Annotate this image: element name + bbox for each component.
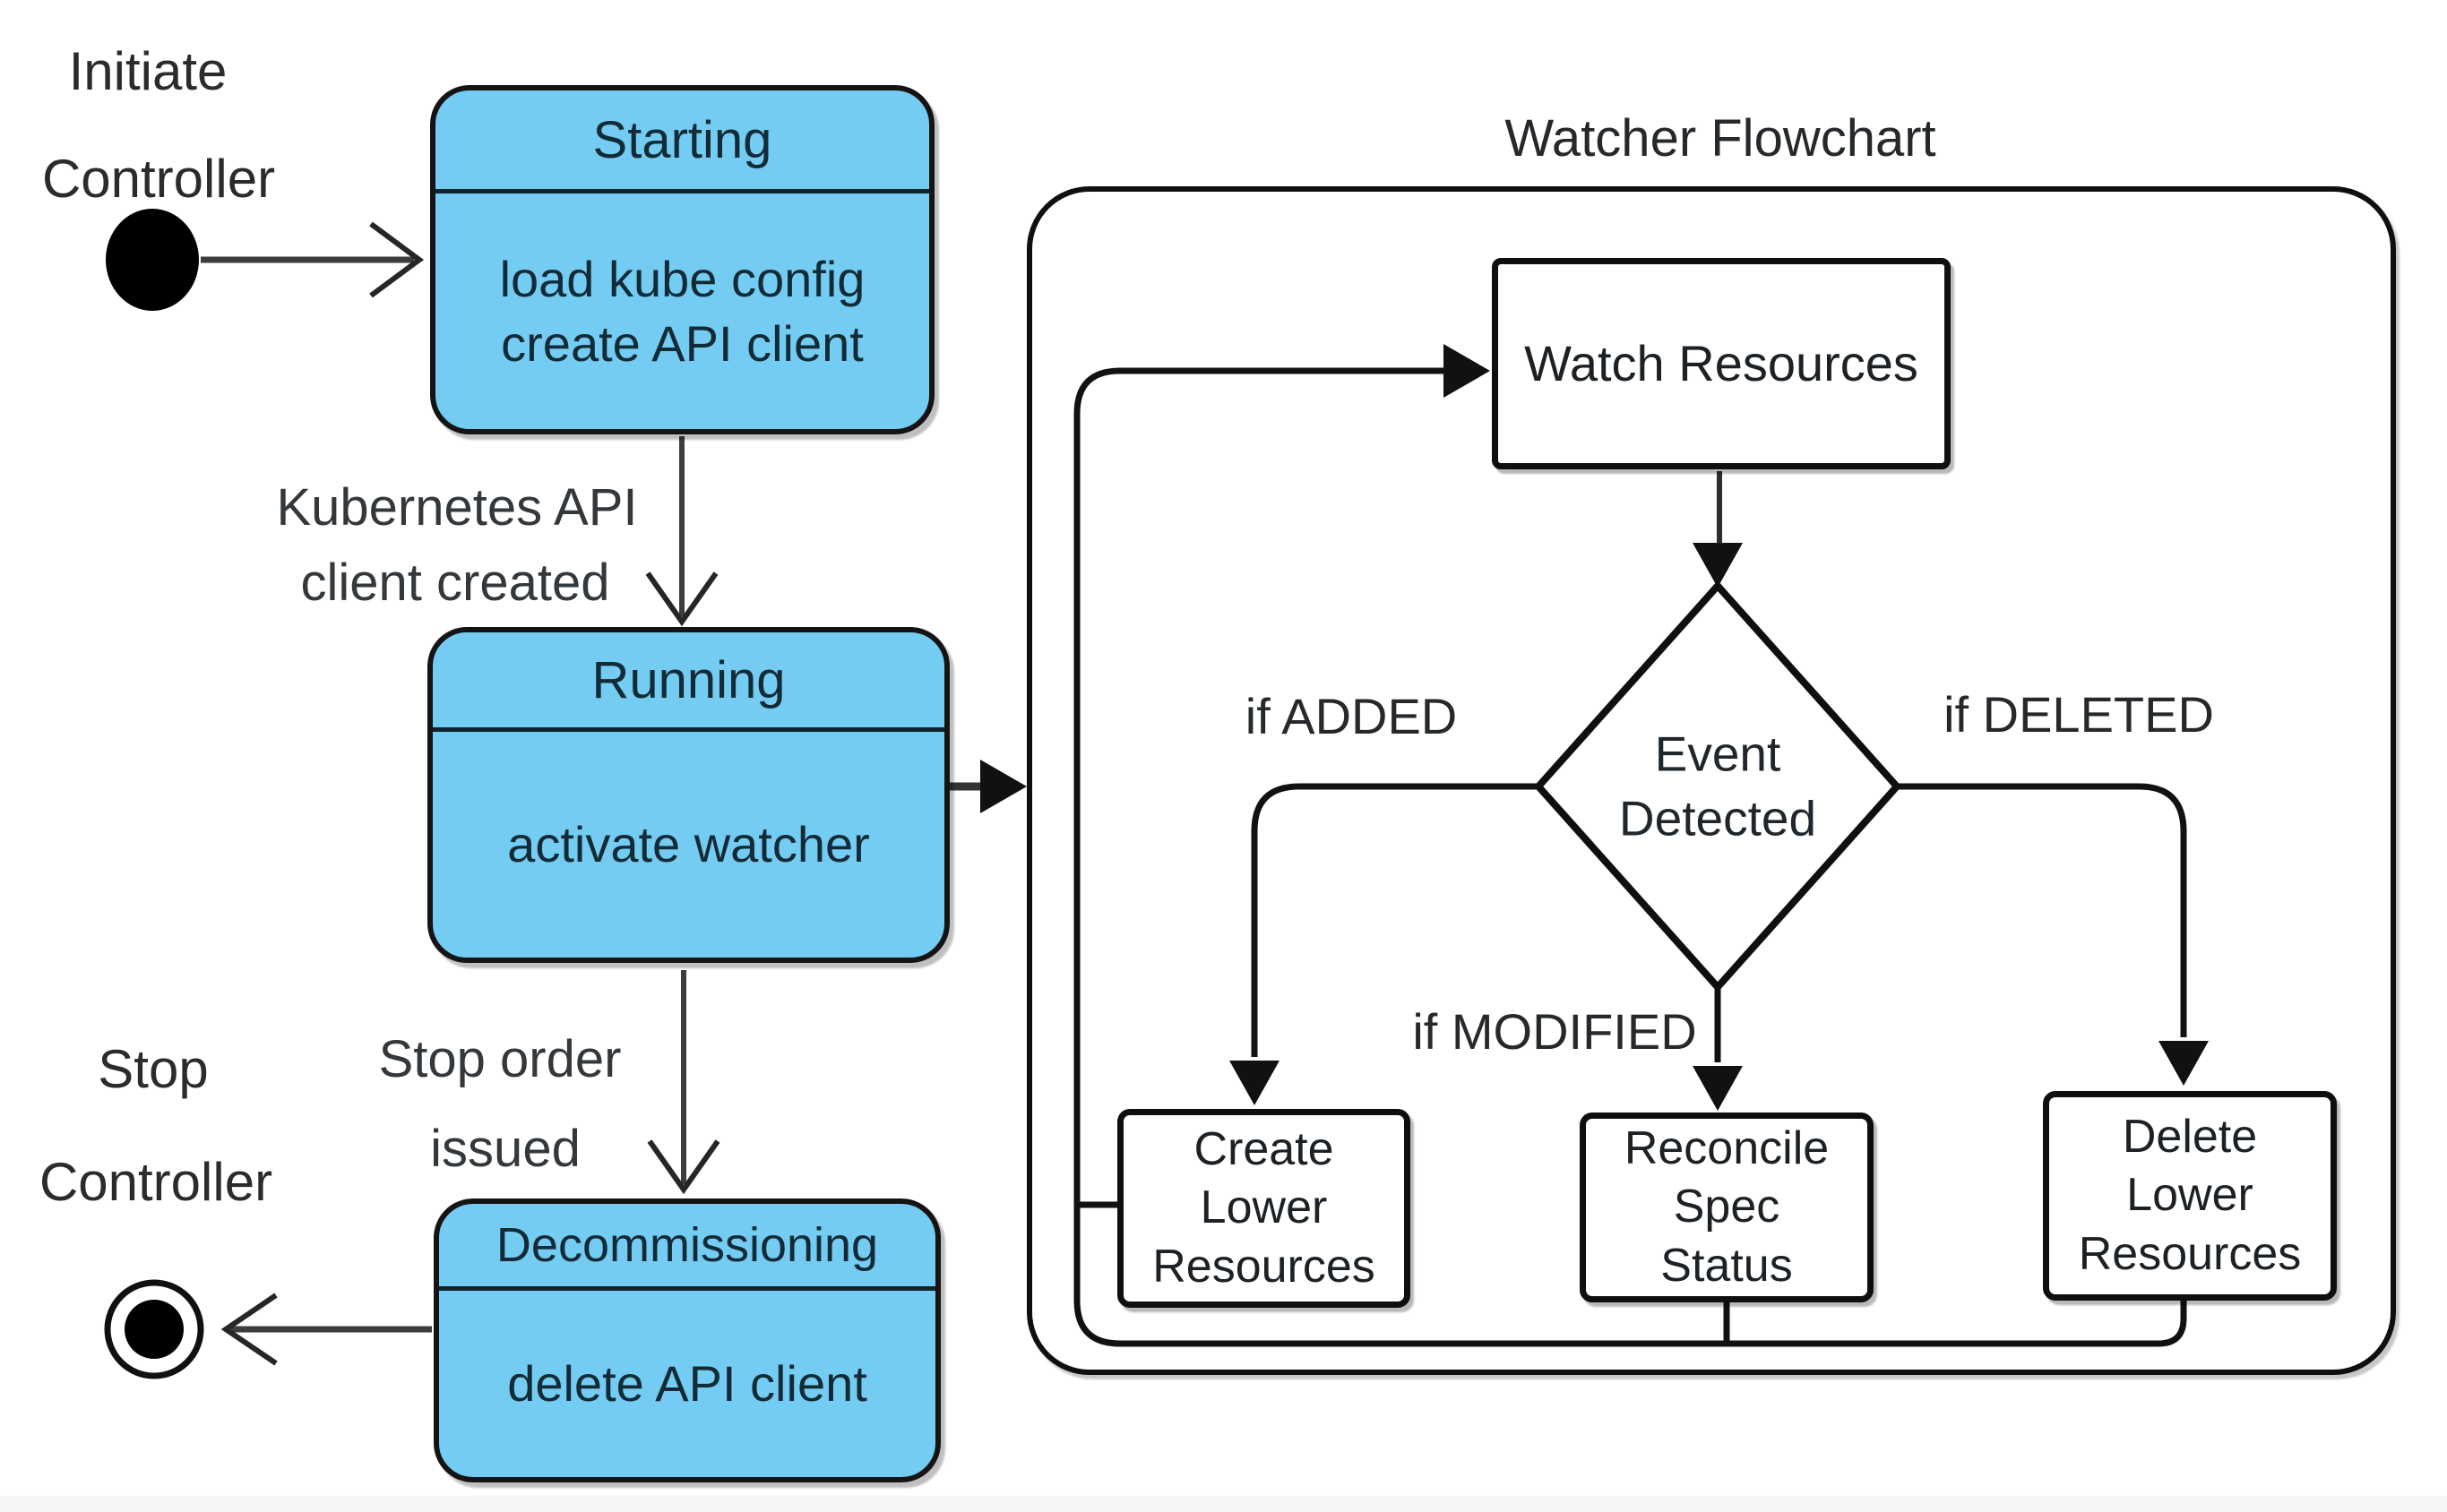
state-starting: Starting load kube config create API cli… — [430, 85, 935, 434]
event-detected-label: Event Detected — [1619, 723, 1816, 851]
event-detected-line1: Event — [1654, 726, 1781, 782]
watch-resources-label: Watch Resources — [1524, 334, 1918, 391]
state-running-action-1: activate watcher — [507, 816, 870, 873]
create-lower-line3: Resources — [1152, 1240, 1375, 1293]
state-decommissioning-body: delete API client — [439, 1291, 935, 1477]
state-starting-action-2: create API client — [501, 314, 864, 372]
branch-modified-label: if MODIFIED — [1412, 1003, 1697, 1061]
delete-lower-resources-node: Delete Lower Resources — [2043, 1091, 2337, 1301]
reconcile-line3: Status — [1660, 1239, 1793, 1292]
transition-stop-order-line2: issued — [430, 1120, 581, 1179]
stop-label-line1: Stop — [98, 1039, 209, 1099]
branch-added-line — [1251, 783, 1538, 1057]
initiate-label-line1: Initiate — [68, 41, 228, 101]
branch-deleted-line — [1897, 783, 2187, 1037]
branch-deleted-head — [2158, 1041, 2209, 1086]
branch-modified-head — [1693, 1066, 1743, 1111]
arrow-running-to-decommissioning-head — [647, 1139, 720, 1195]
arrow-loop-to-watch-head — [1443, 344, 1490, 398]
reconcile-line1: Reconcile — [1624, 1121, 1830, 1174]
reconcile-spec-status-node: Reconcile Spec Status — [1580, 1113, 1874, 1302]
event-detected-line2: Detected — [1618, 790, 1817, 846]
transition-stop-order-line1: Stop order — [378, 1030, 622, 1089]
state-decommissioning-action-1: delete API client — [507, 1355, 867, 1413]
branch-added-label: if ADDED — [1245, 688, 1458, 745]
branch-added-head — [1229, 1061, 1280, 1105]
watcher-flowchart-container — [1027, 186, 2396, 1375]
arrow-initial-to-starting-head — [369, 221, 425, 298]
branch-deleted-label: if DELETED — [1943, 686, 2214, 743]
create-lower-line1: Create — [1193, 1122, 1334, 1175]
stop-label-line2: Controller — [39, 1152, 273, 1212]
delete-lower-line3: Resources — [2078, 1227, 2302, 1280]
state-starting-body: load kube config create API client — [435, 193, 929, 429]
state-starting-title: Starting — [435, 90, 929, 193]
state-running-title: Running — [433, 632, 944, 732]
delete-lower-line2: Lower — [2126, 1169, 2253, 1222]
watch-resources-node: Watch Resources — [1492, 258, 1951, 469]
state-decommissioning: Decommissioning delete API client — [434, 1198, 941, 1482]
arrow-decommissioning-to-final-head — [220, 1293, 278, 1366]
create-lower-resources-node: Create Lower Resources — [1117, 1109, 1410, 1308]
initiate-label-line2: Controller — [41, 149, 276, 209]
final-state-inner-icon — [125, 1300, 184, 1359]
arrow-running-to-watcher-head — [980, 760, 1027, 813]
reconcile-line2: Spec — [1673, 1181, 1780, 1233]
arrow-starting-to-running-head — [645, 571, 719, 627]
delete-lower-line1: Delete — [2122, 1110, 2258, 1163]
create-lower-line2: Lower — [1200, 1181, 1328, 1234]
transition-api-created-line2: client created — [300, 554, 610, 613]
state-running: Running activate watcher — [427, 627, 950, 963]
state-running-body: activate watcher — [433, 732, 944, 958]
arrow-watch-to-event-head — [1693, 543, 1743, 588]
initial-state-icon — [106, 209, 199, 311]
transition-api-created-line1: Kubernetes API — [276, 478, 638, 537]
watcher-flowchart-title: Watcher Flowchart — [1504, 109, 1936, 168]
bottom-strip — [0, 1496, 2447, 1512]
state-decommissioning-title: Decommissioning — [439, 1204, 935, 1291]
state-starting-action-1: load kube config — [499, 250, 866, 307]
